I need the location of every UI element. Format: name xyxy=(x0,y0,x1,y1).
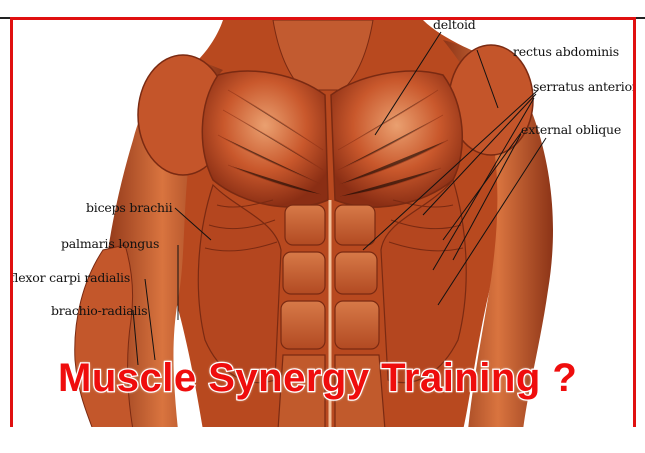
label-deltoid: deltoid xyxy=(433,17,476,32)
image-frame: deltoid rectus abdominis serratus anteri… xyxy=(10,17,636,427)
label-flexor-carpi-radialis: flexor carpi radialis xyxy=(10,270,130,285)
right-pectoral xyxy=(331,71,462,207)
label-serratus-anterior: serratus anterior xyxy=(533,79,636,94)
label-palmaris-longus: palmaris longus xyxy=(61,236,159,251)
left-pectoral xyxy=(202,71,328,207)
label-brachio-radialis: brachio-radialis xyxy=(51,303,147,318)
label-rectus-abdominis: rectus abdominis xyxy=(513,44,619,59)
label-external-oblique: external oblique xyxy=(521,122,621,137)
overlay-title: Muscle Synergy Training ? xyxy=(58,356,577,401)
label-biceps-brachii: biceps brachii xyxy=(86,200,172,215)
